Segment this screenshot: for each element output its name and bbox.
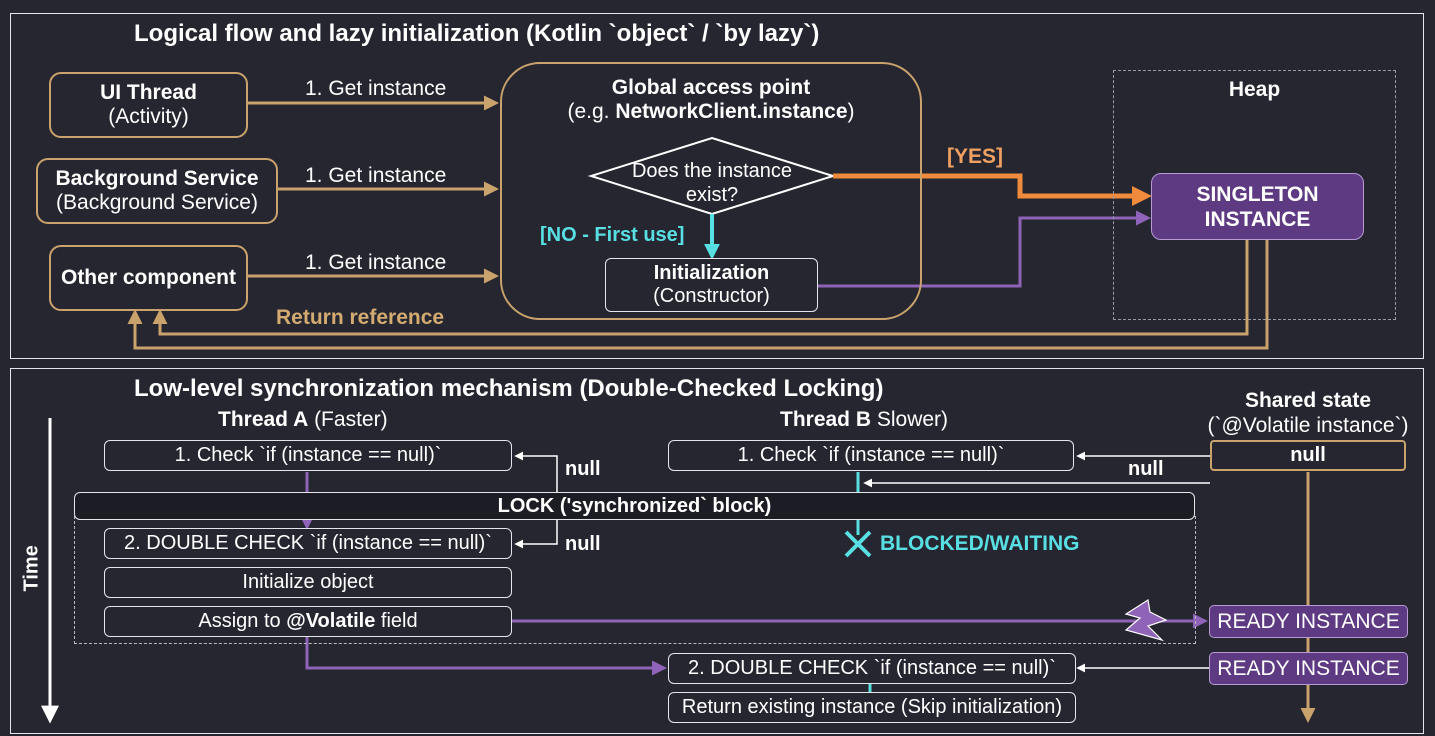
- thread-a-name: Thread A: [218, 408, 309, 431]
- heap-region: [1113, 70, 1396, 320]
- global-access-point-box: [500, 62, 922, 320]
- null-arrow-a2: [514, 520, 558, 549]
- caller-background-service: Background Service (Background Service): [36, 158, 278, 224]
- thread-b-name: Thread B: [780, 408, 872, 431]
- get-instance-label-3: 1. Get instance: [305, 251, 447, 274]
- thread-a-suffix: (Faster): [308, 408, 388, 431]
- no-label: [NO - First use]: [540, 224, 685, 246]
- null-label-b1: null: [1128, 458, 1164, 480]
- thread-a-double-check: 2. DOUBLE CHECK `if (instance == null)`: [104, 528, 512, 559]
- top-panel: [10, 13, 1424, 359]
- decision-line-1: Does the instance: [631, 160, 793, 182]
- init-sub: (Constructor): [653, 285, 770, 307]
- access-sub-bold: NetworkClient.instance: [615, 100, 848, 123]
- init-title: Initialization: [653, 262, 770, 284]
- thread-b-check-1: 1. Check `if (instance == null)`: [668, 440, 1074, 471]
- return-reference-label: Return reference: [276, 306, 445, 329]
- time-label: Time: [20, 545, 43, 592]
- thread-b-suffix: Slower): [871, 408, 949, 431]
- return-arrow-inner: [152, 240, 1249, 336]
- assign-volatile-box: Assign to @Volatile field: [104, 606, 512, 637]
- singleton-instance-box: SINGLETON INSTANCE: [1151, 173, 1364, 240]
- bottom-panel-title: Low-level synchronization mechanism (Dou…: [134, 375, 884, 402]
- thread-b-double-check: 2. DOUBLE CHECK `if (instance == null)`: [668, 653, 1076, 684]
- caller-name: UI Thread: [100, 81, 197, 104]
- get-instance-label-2: 1. Get instance: [305, 164, 447, 187]
- shared-state-title: Shared state: [1244, 389, 1372, 412]
- shared-state-header: Shared state (`@Volatile instance`): [1198, 388, 1418, 438]
- return-existing-box: Return existing instance (Skip initializ…: [668, 692, 1076, 723]
- access-point-sub: (e.g. NetworkClient.instance): [500, 100, 922, 124]
- singleton-line-1: SINGLETON: [1196, 182, 1319, 206]
- lock-bar: LOCK ('synchronized` block): [74, 492, 1195, 520]
- access-sub-suffix: ): [847, 100, 855, 123]
- shared-state-sub: (`@Volatile instance`): [1207, 414, 1409, 437]
- thread-a-header: Thread A (Faster): [218, 408, 388, 432]
- null-label-a1: null: [565, 458, 601, 480]
- initialize-object-box: Initialize object: [104, 567, 512, 598]
- access-point-title: Global access point: [611, 76, 811, 99]
- thread-b-header: Thread B Slower): [780, 408, 948, 432]
- caller-name: Other component: [60, 266, 236, 289]
- caller-name: Background Service: [55, 167, 259, 190]
- assign-bold: @Volatile: [286, 610, 376, 632]
- blocked-x-icon: [844, 530, 872, 558]
- decision-line-2: exist?: [685, 184, 739, 206]
- blocked-waiting-label: BLOCKED/WAITING: [880, 532, 1080, 555]
- top-panel-title: Logical flow and lazy initialization (Ko…: [134, 20, 820, 47]
- caller-sub: (Activity): [108, 105, 189, 128]
- thread-a-check-1: 1. Check `if (instance == null)`: [104, 440, 512, 471]
- yes-arrow: [833, 173, 1152, 206]
- ready-instance-2: READY INSTANCE: [1209, 652, 1408, 685]
- null-label-a2: null: [565, 533, 601, 555]
- return-arrow-outer: [127, 240, 1269, 350]
- null-arrow-a1: [514, 451, 558, 498]
- decision-text: Does the instance exist?: [600, 159, 824, 207]
- assign-prefix: Assign to: [198, 610, 281, 632]
- caller-ui-thread: UI Thread (Activity): [49, 72, 248, 138]
- bottom-panel: [10, 368, 1424, 734]
- heap-title: Heap: [1228, 78, 1281, 101]
- caller-other-component: Other component: [49, 245, 248, 311]
- thread-a-exit-arrow: [305, 636, 667, 676]
- access-sub-prefix: (e.g.: [567, 100, 616, 123]
- get-instance-label-1: 1. Get instance: [305, 77, 447, 100]
- singleton-line-2: INSTANCE: [1204, 207, 1311, 231]
- lightning-icon: [1124, 599, 1168, 642]
- yes-label: [YES]: [947, 145, 1004, 168]
- shared-null-box: null: [1210, 440, 1406, 471]
- ready-instance-1: READY INSTANCE: [1209, 605, 1408, 638]
- assign-suffix: field: [380, 610, 418, 632]
- initialization-box: Initialization (Constructor): [605, 258, 818, 312]
- caller-sub: (Background Service): [56, 191, 258, 214]
